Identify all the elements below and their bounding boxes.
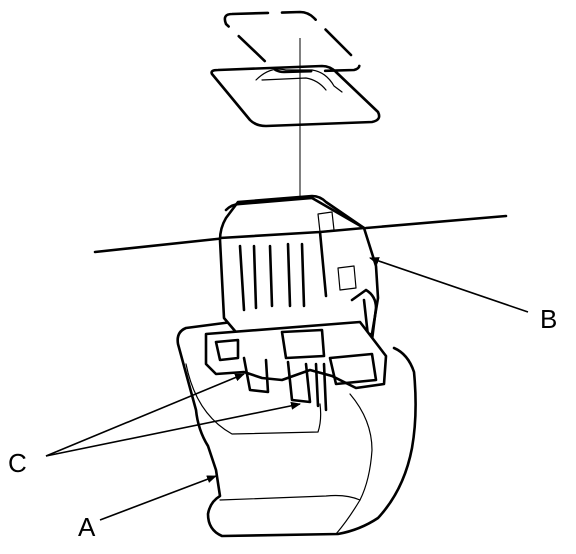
seal-pad <box>210 64 381 128</box>
leader-b <box>369 257 529 313</box>
callout-label-a: A <box>78 512 96 542</box>
leader-c-upper <box>45 373 245 457</box>
gasket-dashed-outline <box>223 10 361 74</box>
holder-bracket-a <box>176 320 417 538</box>
connector-b <box>204 194 388 412</box>
leader-a <box>99 475 217 521</box>
callout-label-c: C <box>8 448 27 478</box>
panel-line-left <box>93 236 228 254</box>
panel-line-right <box>364 214 508 230</box>
callout-label-b: B <box>540 304 557 334</box>
leader-c-lower <box>45 401 301 457</box>
